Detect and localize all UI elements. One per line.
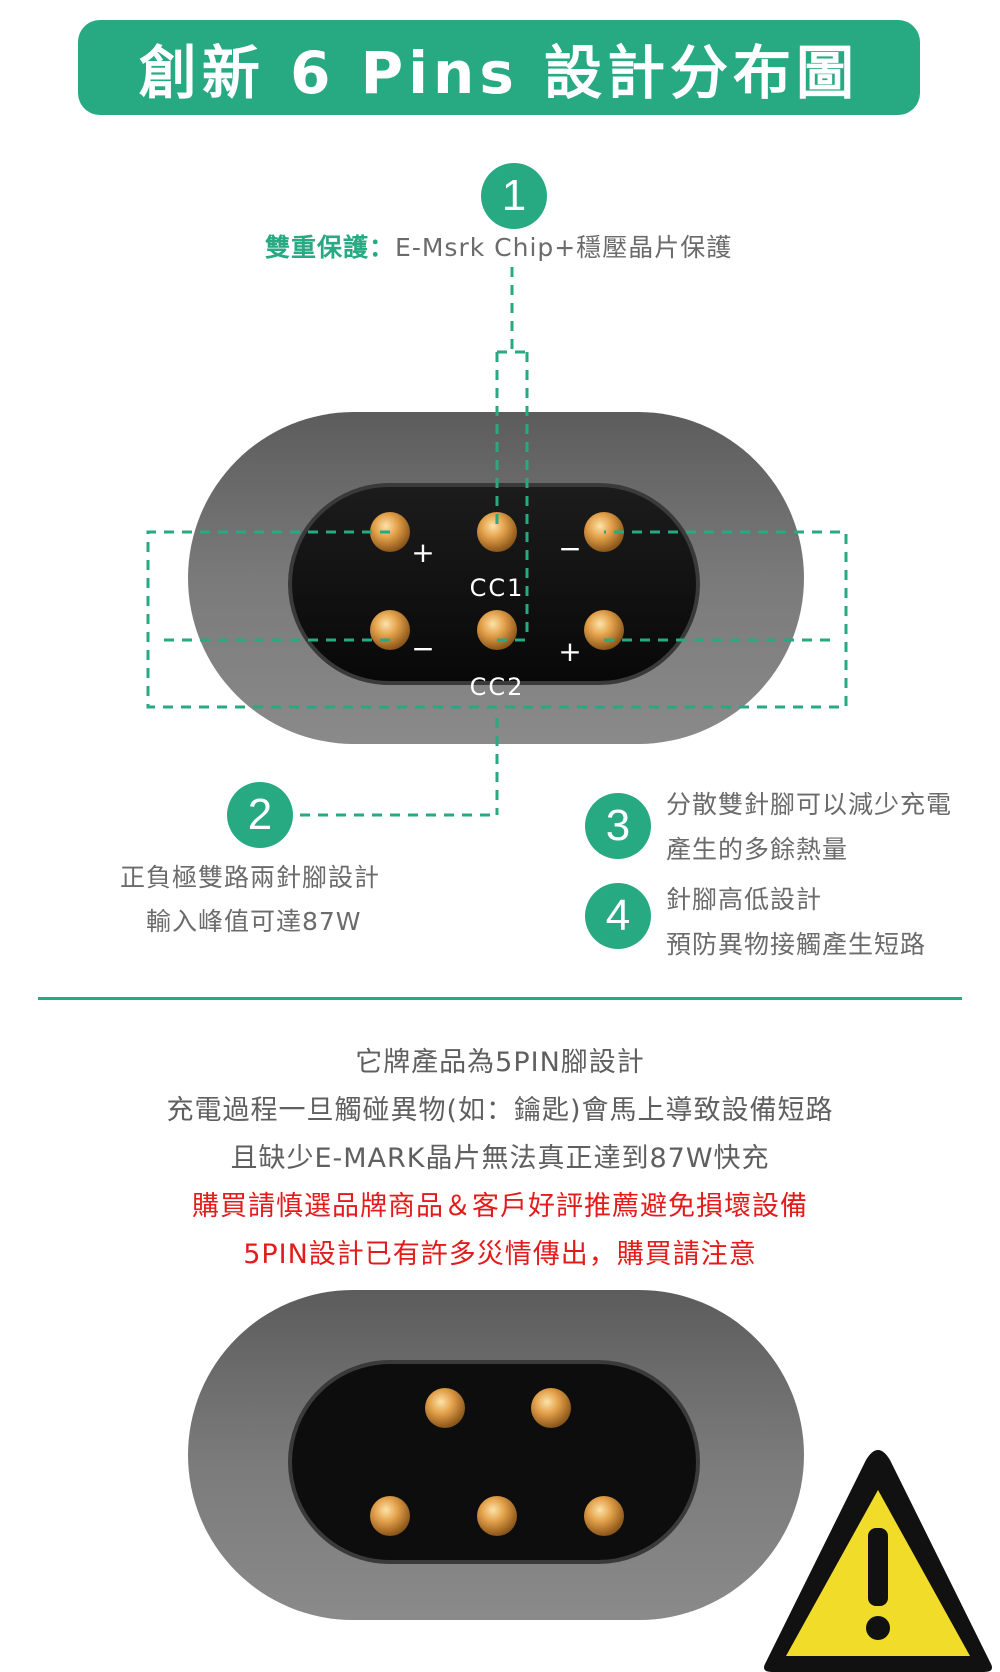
pin-bottom-right [584,610,624,650]
warning-line-1: 它牌產品為5PIN腳設計 [355,1047,645,1078]
note-1-label: 雙重保護 [265,233,370,262]
plus-top-sign: + [411,536,434,569]
note-4-line-2: 預防異物接觸產生短路 [666,930,927,959]
note-2-line-2: 輸入峰值可達87W [146,907,362,936]
badge-4: 4 [585,883,651,949]
pin-bottom-left [370,610,410,650]
warning-triangle-icon [764,1450,992,1672]
pin5-bottom-left [370,1496,410,1536]
pin-top-middle [477,512,517,552]
pin-bottom-middle [477,610,517,650]
section-divider [38,997,962,1000]
five-pin-connector-diagram [188,1290,992,1672]
pin5-bottom-middle [477,1496,517,1536]
note-3-line-1: 分散雙針腳可以減少充電 [666,790,953,819]
plus-bottom-sign: + [558,635,581,668]
note-3-line-2: 產生的多餘熱量 [666,835,849,864]
badge-1: 1 [481,163,547,229]
cc2-label: CC2 [470,673,525,701]
pin5-top-left [425,1388,465,1428]
dashed-guides [146,267,848,817]
title-banner: 創新 6 Pins 設計分布圖 [78,20,920,115]
pin-row-top [370,512,624,552]
six-pin-connector-diagram: + − − + CC1 CC2 [146,267,848,817]
note-2-line-1: 正負極雙路兩針腳設計 [120,863,381,892]
minus-top-sign: − [558,532,581,565]
badge-2: 2 [227,782,293,848]
warning-line-2: 充電過程一旦觸碰異物(如：鑰匙)會馬上導致設備短路 [166,1095,834,1126]
note-1-text: E-Msrk Chip+穩壓晶片保護 [395,233,733,262]
note-1: 雙重保護：E-Msrk Chip+穩壓晶片保護 [265,228,732,264]
cc1-label: CC1 [470,574,525,602]
note-1-sep: ： [369,233,396,262]
page-title: 創新 6 Pins 設計分布圖 [138,38,860,107]
warning-line-5: 5PIN設計已有許多災情傳出，購買請注意 [243,1239,757,1270]
warning-line-3: 且缺少E-MARK晶片無法真正達到87W快充 [230,1143,770,1174]
pin-row-bottom [370,610,624,650]
badge-3: 3 [585,793,651,859]
pin5-top-right [531,1388,571,1428]
minus-bottom-sign: − [411,632,434,665]
pin5-bottom-right [584,1496,624,1536]
warning-line-4: 購買請慎選品牌商品＆客戶好評推薦避免損壞設備 [192,1191,808,1222]
note-4-line-1: 針腳高低設計 [666,885,823,914]
